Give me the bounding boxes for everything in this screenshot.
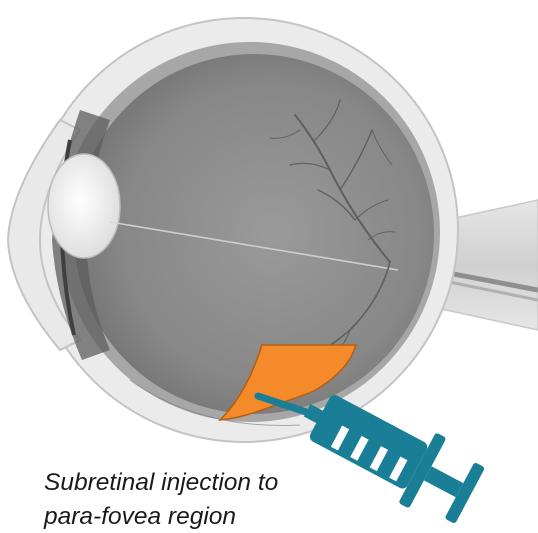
diagram-caption: Subretinal injection to para-fovea regio…: [44, 466, 374, 533]
caption-line-2: para-fovea region: [44, 500, 374, 533]
eye-cross-section-icon: [8, 18, 458, 442]
caption-line-1: Subretinal injection to: [44, 466, 374, 500]
